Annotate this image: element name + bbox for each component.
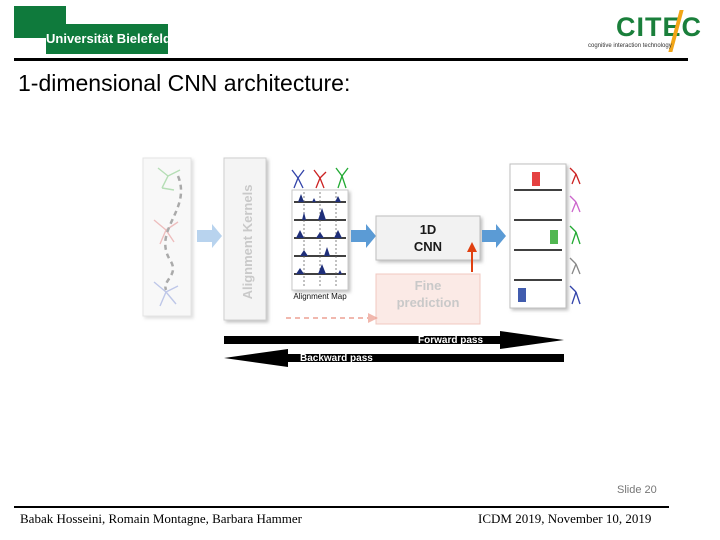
backward-pass-arrow: Backward pass <box>224 349 564 367</box>
alignment-kernels-label: Alignment Kernels <box>240 185 255 300</box>
skeleton-figure-icon <box>153 281 179 307</box>
citec-logo-text: CITEC <box>616 12 702 42</box>
skeleton-figure-icon <box>335 167 349 189</box>
cnn-architecture-figure: Alignment Kernels Alignment Map 1D <box>142 157 581 367</box>
output-blob-green <box>550 230 558 244</box>
header-divider <box>14 58 688 61</box>
fine-prediction-block: Fine prediction <box>375 273 481 325</box>
output-blob-blue <box>518 288 526 302</box>
skeleton-figures-top <box>291 167 349 189</box>
cnn-label-line2: CNN <box>414 239 442 254</box>
output-blob-red <box>532 172 540 186</box>
fine-prediction-arrow-icon <box>467 242 477 272</box>
skeleton-figure-icon <box>569 167 581 185</box>
fine-prediction-line1: Fine <box>415 278 442 293</box>
backward-pass-label: Backward pass <box>300 353 373 364</box>
skeleton-figure-icon <box>291 169 305 189</box>
skeleton-figure-icon <box>313 169 327 189</box>
output-skeleton-figures <box>569 167 581 305</box>
skeleton-figure-icon <box>569 225 581 245</box>
university-logo: Universität Bielefeld <box>14 6 171 54</box>
trajectory-arrow-icon <box>164 175 183 291</box>
input-sequence-panel <box>142 157 192 317</box>
skeleton-figure-icon <box>569 257 581 275</box>
skeleton-figure-icon <box>569 195 581 213</box>
cnn-label-line1: 1D <box>420 222 437 237</box>
footer-authors: Babak Hosseini, Romain Montagne, Barbara… <box>20 511 302 526</box>
university-logo-text: Universität Bielefeld <box>46 24 171 54</box>
feedback-arrow-icon <box>286 313 378 323</box>
alignment-map-panel: Alignment Map <box>291 189 349 301</box>
skeleton-figure-icon <box>569 285 581 305</box>
flow-arrow-icon <box>351 224 376 248</box>
alignment-peaks <box>296 194 342 274</box>
slide-number: Slide 20 <box>617 484 657 496</box>
forward-pass-label: Forward pass <box>418 335 483 346</box>
alignment-kernels-panel: Alignment Kernels <box>223 157 267 321</box>
slide-title: 1-dimensional CNN architecture: <box>18 70 351 96</box>
citec-logo: CITEC cognitive interaction technology <box>586 10 716 56</box>
footer-conference: ICDM 2019, November 10, 2019 <box>478 511 652 526</box>
flow-arrow-icon <box>197 224 222 248</box>
flow-arrow-icon <box>482 224 506 248</box>
alignment-map-label-line1: Alignment Map <box>293 292 347 301</box>
forward-pass-arrow: Forward pass <box>224 331 564 349</box>
cnn-block: 1D CNN <box>375 215 481 261</box>
fine-prediction-line2: prediction <box>397 295 460 310</box>
output-panel <box>509 163 567 309</box>
citec-logo-tagline: cognitive interaction technology <box>588 43 672 49</box>
skeleton-figure-icon <box>157 167 181 191</box>
footer-divider <box>14 506 669 508</box>
